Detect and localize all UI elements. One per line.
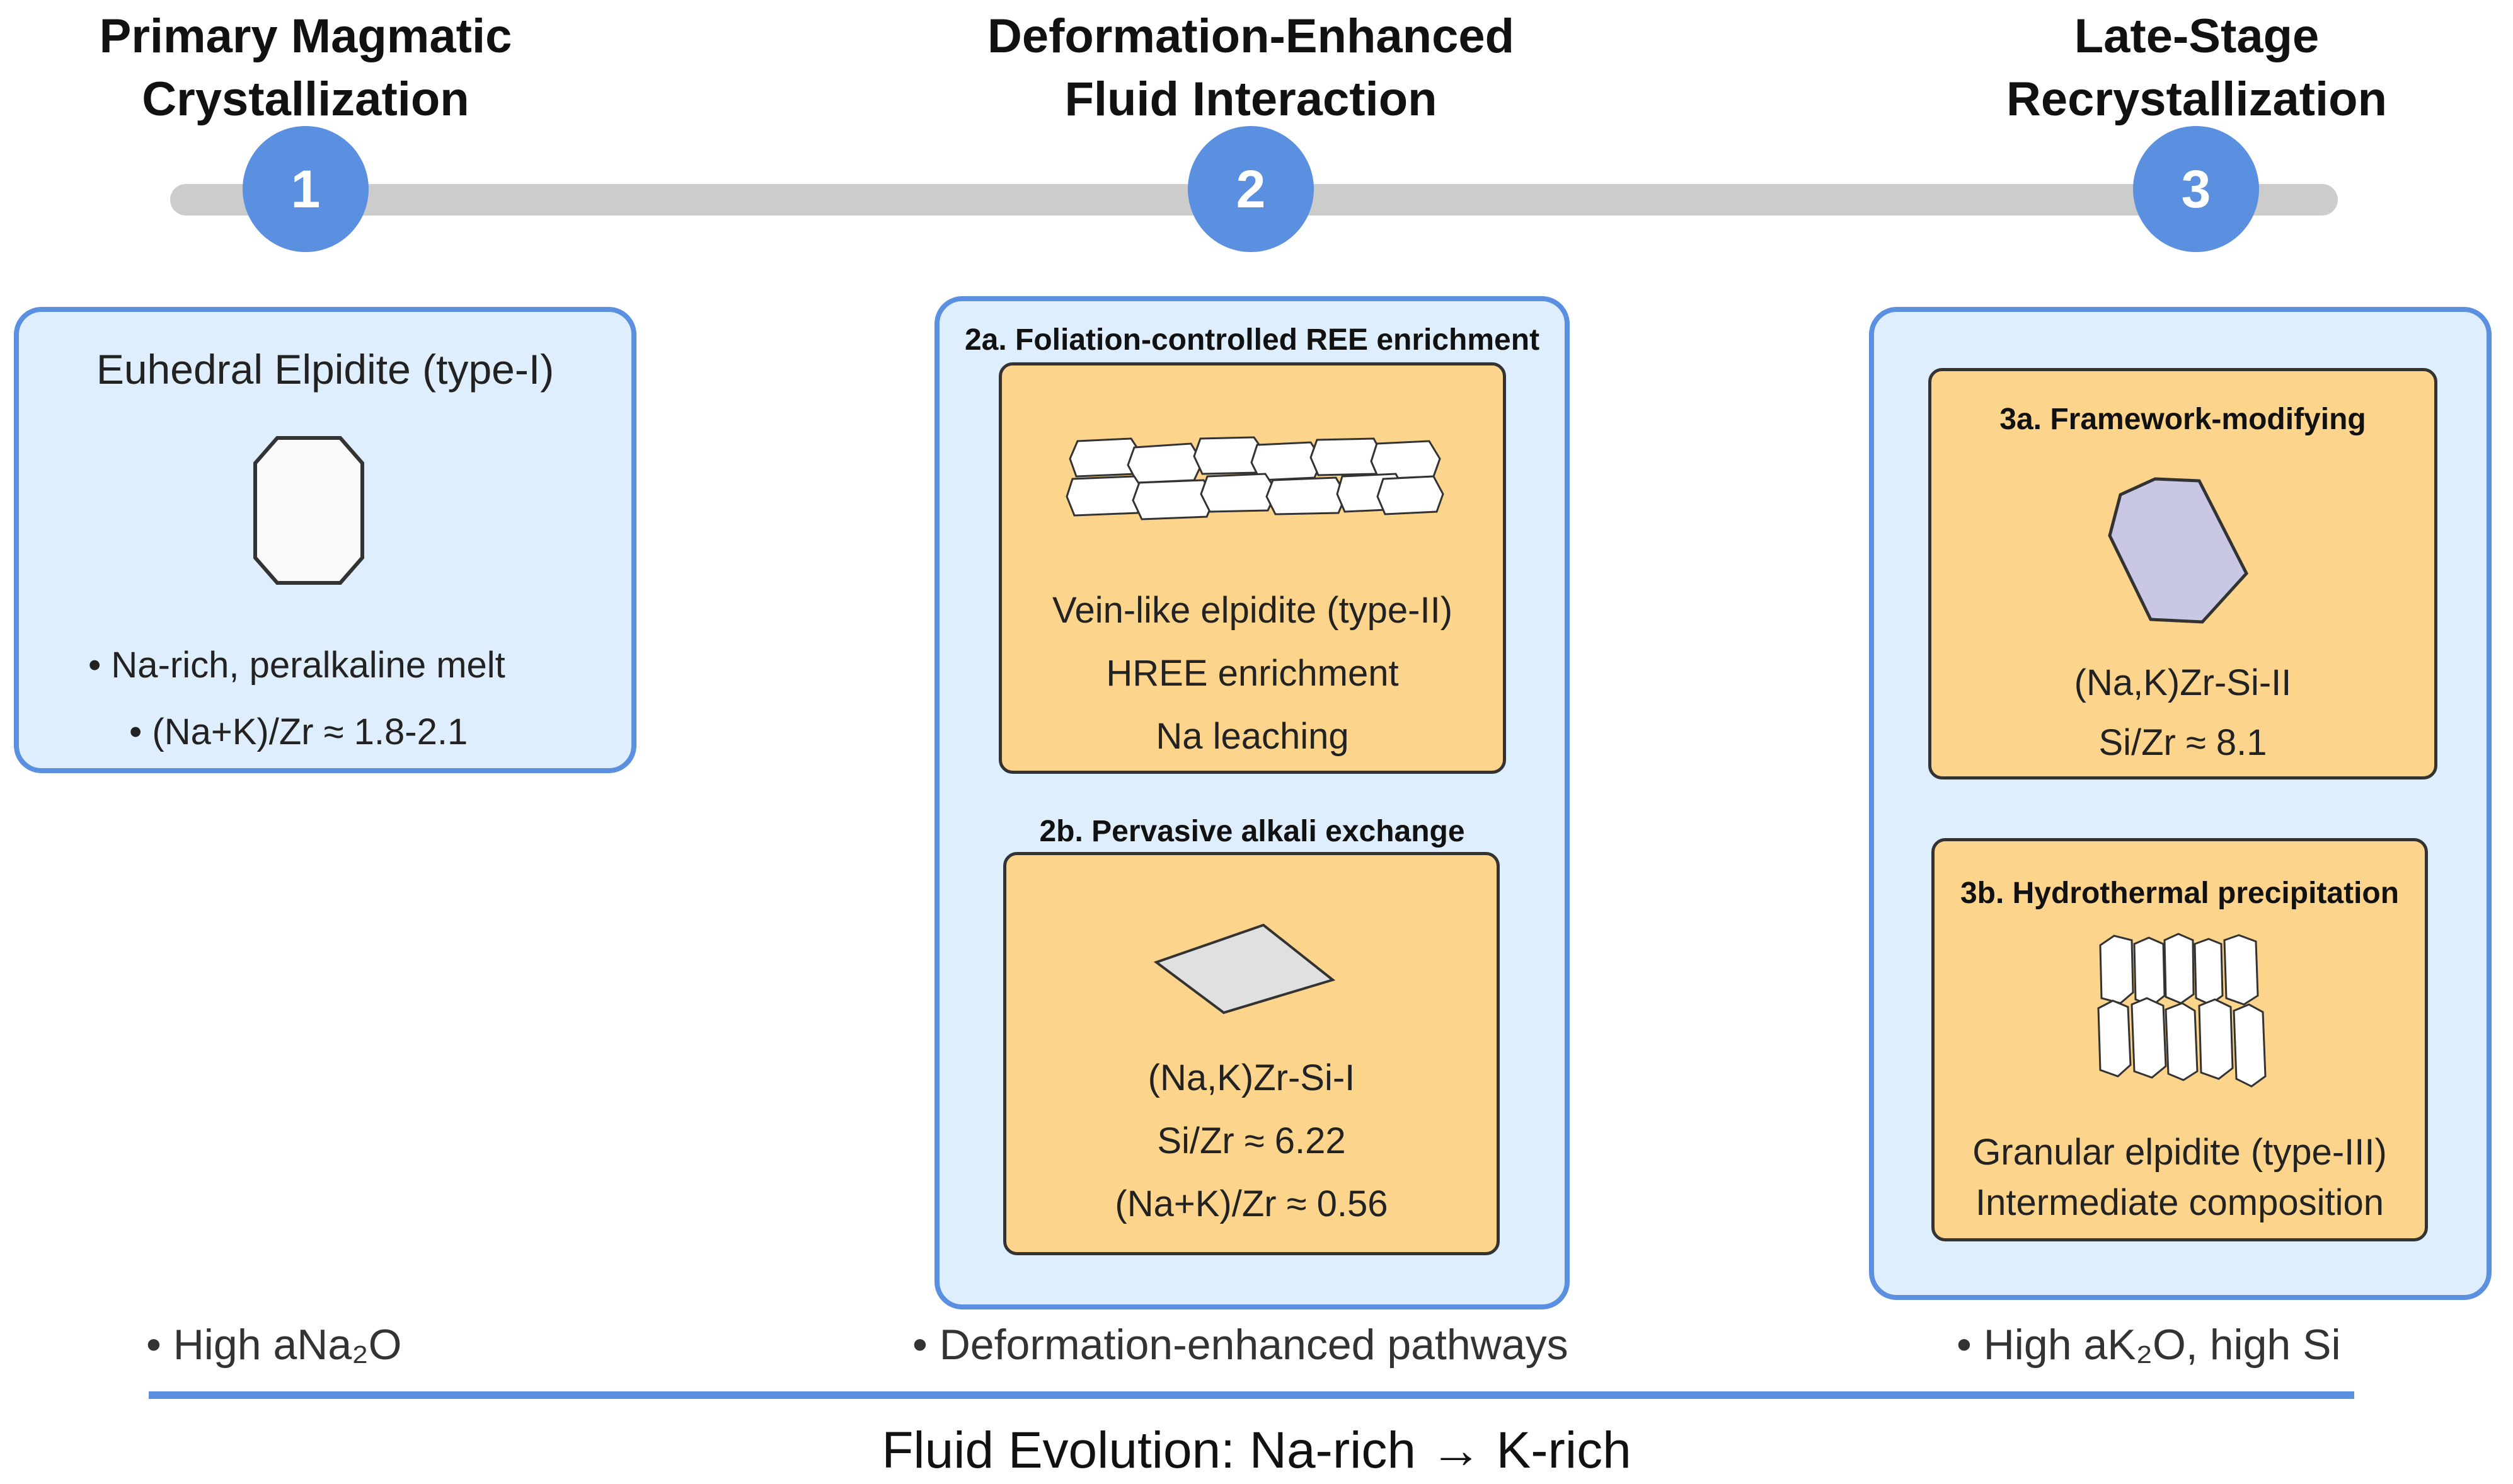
fluid-evolution-line bbox=[149, 1391, 2354, 1399]
framework-crystal-icon bbox=[2108, 477, 2249, 624]
bottom-label-2: • Deformation-enhanced pathways bbox=[912, 1321, 1568, 1369]
stage-2a-title: 2a. Foliation-controlled REE enrichment bbox=[964, 323, 1540, 357]
stage-1-node: 1 bbox=[243, 126, 369, 252]
stage-2-node: 2 bbox=[1188, 126, 1314, 252]
stage-1-title-line1: Primary Magmatic bbox=[99, 9, 512, 63]
stage-3a-title: 3a. Framework-modifying bbox=[1999, 403, 2366, 436]
stage-2-title-line1: Deformation-Enhanced bbox=[987, 9, 1515, 63]
stage-3-title: Late-Stage Recrystallization bbox=[1945, 5, 2449, 131]
stage-3b-line-2: Intermediate composition bbox=[1975, 1182, 2384, 1223]
granular-crystals-icon bbox=[2097, 933, 2267, 1088]
bottom-label-1: • High aNa₂O bbox=[146, 1321, 402, 1369]
stage-2-title-line2: Fluid Interaction bbox=[1064, 72, 1437, 126]
stage-2b-title: 2b. Pervasive alkali exchange bbox=[1039, 815, 1465, 848]
stage-2b-line-2: Si/Zr ≈ 6.22 bbox=[1157, 1120, 1346, 1161]
stage-1-title-line2: Crystallization bbox=[142, 72, 469, 126]
stage-3b-title: 3b. Hydrothermal precipitation bbox=[1960, 877, 2400, 910]
stage-2a-line-3: Na leaching bbox=[1156, 716, 1349, 757]
bottom-label-3: • High aK₂O, high Si bbox=[1957, 1321, 2341, 1369]
fluid-evolution-caption: Fluid Evolution: Na-rich → K-rich bbox=[882, 1422, 1631, 1479]
euhedral-crystal-icon bbox=[253, 436, 364, 585]
stage-2-title: Deformation-Enhanced Fluid Interaction bbox=[911, 5, 1591, 131]
stage-3-node: 3 bbox=[2133, 126, 2259, 252]
stage-1-title: Primary Magmatic Crystallization bbox=[54, 5, 558, 131]
vein-like-crystals-icon bbox=[1066, 436, 1444, 521]
stage-3a-line-2: Si/Zr ≈ 8.1 bbox=[2098, 722, 2267, 763]
stage-2a-box bbox=[999, 362, 1506, 774]
stage-2b-line-3: (Na+K)/Zr ≈ 0.56 bbox=[1115, 1183, 1388, 1224]
stage-2b-line-1: (Na,K)Zr-Si-I bbox=[1147, 1057, 1355, 1098]
stage-1-bullet-1: • Na-rich, peralkaline melt bbox=[88, 645, 505, 686]
stage-1-bullet-2: • (Na+K)/Zr ≈ 1.8-2.1 bbox=[129, 711, 468, 752]
stage-3a-line-1: (Na,K)Zr-Si-II bbox=[2074, 662, 2292, 703]
stage-3-title-line1: Late-Stage bbox=[2074, 9, 2320, 63]
rhombic-crystal-icon bbox=[1153, 923, 1336, 1015]
stage-2a-line-2: HREE enrichment bbox=[1106, 653, 1399, 694]
stage-1-heading: Euhedral Elpidite (type-I) bbox=[96, 346, 555, 393]
stage-3b-line-1: Granular elpidite (type-III) bbox=[1972, 1132, 2387, 1173]
stage-2b-box bbox=[1003, 852, 1500, 1255]
stage-3-title-line2: Recrystallization bbox=[2006, 72, 2387, 126]
stage-2a-line-1: Vein-like elpidite (type-II) bbox=[1052, 590, 1453, 631]
